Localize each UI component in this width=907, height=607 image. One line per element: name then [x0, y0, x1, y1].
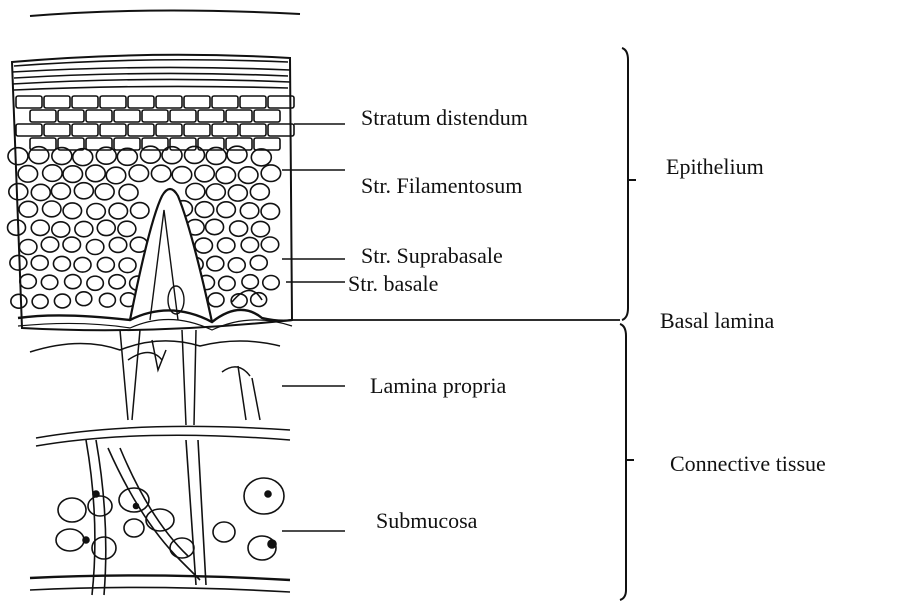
- layer-labels: Stratum distendum Str. Filamentosum Str.…: [348, 105, 528, 533]
- flattened-cells: [16, 96, 294, 150]
- flat-cell-layers: [12, 60, 290, 90]
- tissue-illustration: [8, 55, 294, 595]
- label-connective-tissue: Connective tissue: [670, 451, 826, 476]
- label-epithelium: Epithelium: [666, 154, 764, 179]
- connective-tissue-bracket: [620, 324, 626, 600]
- brackets: [620, 48, 636, 600]
- label-stratum-distendum: Stratum distendum: [361, 105, 528, 130]
- epithelium-bracket: [622, 48, 628, 320]
- label-str-filamentosum: Str. Filamentosum: [361, 173, 522, 198]
- label-str-basale: Str. basale: [348, 271, 438, 296]
- bracket-labels: Epithelium Basal lamina Connective tissu…: [660, 154, 826, 476]
- label-lamina-propria: Lamina propria: [370, 373, 506, 398]
- connective-papilla: [130, 189, 212, 322]
- label-basal-lamina: Basal lamina: [660, 308, 774, 333]
- top-edge-line: [30, 10, 300, 16]
- submucosa-cells: [56, 440, 284, 595]
- label-str-suprabasale: Str. Suprabasale: [361, 243, 503, 268]
- lamina-propria-vessels: [30, 330, 290, 446]
- label-submucosa: Submucosa: [376, 508, 478, 533]
